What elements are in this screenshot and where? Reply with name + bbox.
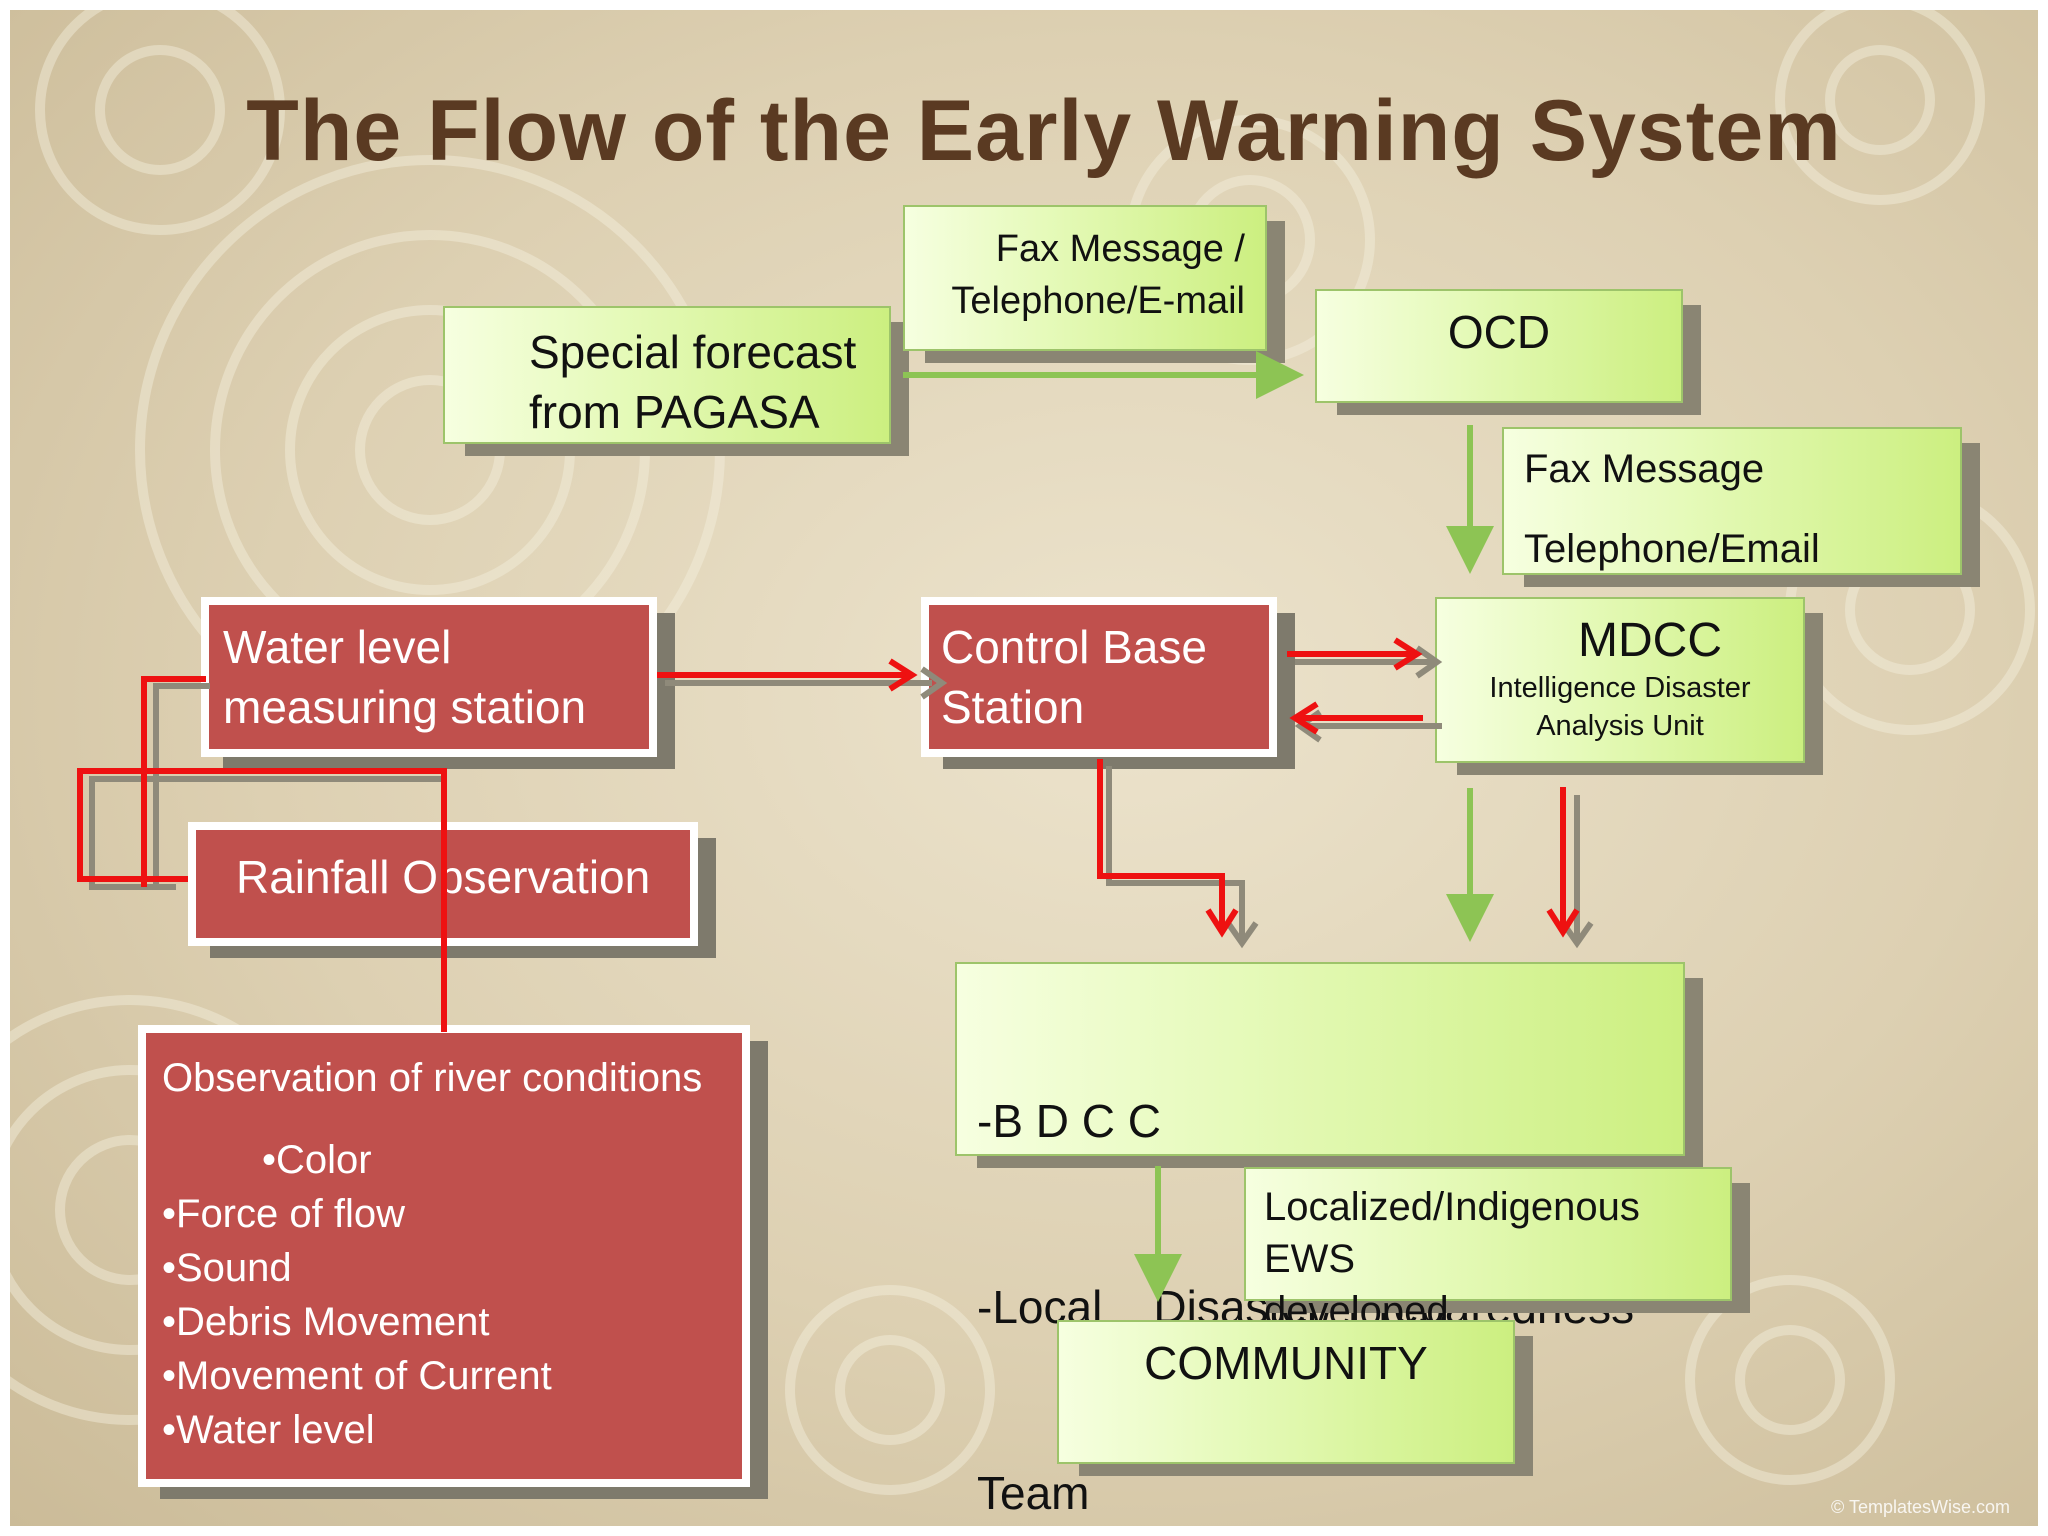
pagasa-forecast-box: Special forecast from PAGASA	[443, 306, 891, 444]
red-connectors	[77, 637, 1580, 1032]
river-conditions-box: Observation of river conditions •Color •…	[138, 1025, 750, 1487]
watermark: © TemplatesWise.com	[1831, 1497, 2010, 1517]
fax2-line-2: Telephone/Email	[1524, 527, 1820, 571]
page-title: The Flow of the Early Warning System	[246, 83, 1842, 179]
slide: The Flow of the Early Warning System Spe…	[10, 10, 2038, 1526]
river-item-debris: •Debris Movement	[162, 1300, 490, 1344]
community-box: COMMUNITY	[1057, 1320, 1515, 1464]
fax1-line-1: Fax Message /	[995, 228, 1245, 270]
river-heading: Observation of river conditions	[162, 1056, 703, 1100]
river-item-current: •Movement of Current	[162, 1354, 552, 1398]
ocd-label: OCD	[1447, 306, 1551, 358]
fax-message-box: Fax Message Telephone/Email	[1502, 427, 1962, 575]
bdcc-box: -B D C C -Local Disaster/ Preparedness T…	[955, 962, 1685, 1519]
water-level-station-box: Water level measuring station	[201, 597, 657, 757]
water-line-2: measuring station	[223, 681, 587, 733]
river-item-sound: •Sound	[162, 1246, 292, 1290]
mdcc-box: MDCC Intelligence Disaster Analysis Unit	[1435, 597, 1805, 763]
fax2-line-1: Fax Message	[1524, 447, 1765, 491]
localized-line-1: Localized/Indigenous EWS	[1264, 1185, 1640, 1281]
fax-telephone-email-box: Fax Message / Telephone/E-mail	[903, 205, 1267, 351]
mdcc-title: MDCC	[1578, 614, 1722, 667]
ocd-box: OCD	[1315, 289, 1683, 403]
mdcc-sub-line-1: Intelligence Disaster	[1489, 672, 1751, 704]
control-line-1: Control Base	[941, 621, 1207, 673]
control-line-2: Station	[941, 681, 1085, 733]
control-base-station-box: Control Base Station	[921, 597, 1277, 757]
localized-ews-box: Localized/Indigenous EWS developed	[1244, 1167, 1732, 1333]
mdcc-sub-line-2: Analysis Unit	[1536, 710, 1704, 742]
bdcc-line-1: -B D C C	[977, 1095, 1161, 1147]
connector-arrows	[77, 351, 1594, 1302]
bdcc-line-3: Team	[977, 1467, 1090, 1519]
pagasa-line-2: from PAGASA	[529, 386, 820, 438]
water-line-1: Water level	[223, 621, 452, 673]
community-label: COMMUNITY	[1144, 1337, 1428, 1389]
pagasa-line-1: Special forecast	[529, 326, 857, 378]
river-item-water-level: •Water level	[162, 1408, 375, 1452]
river-item-color: •Color	[262, 1138, 372, 1182]
red-connector-shadows	[89, 645, 1594, 949]
river-item-force: •Force of flow	[162, 1192, 405, 1236]
fax1-line-2: Telephone/E-mail	[951, 280, 1245, 322]
